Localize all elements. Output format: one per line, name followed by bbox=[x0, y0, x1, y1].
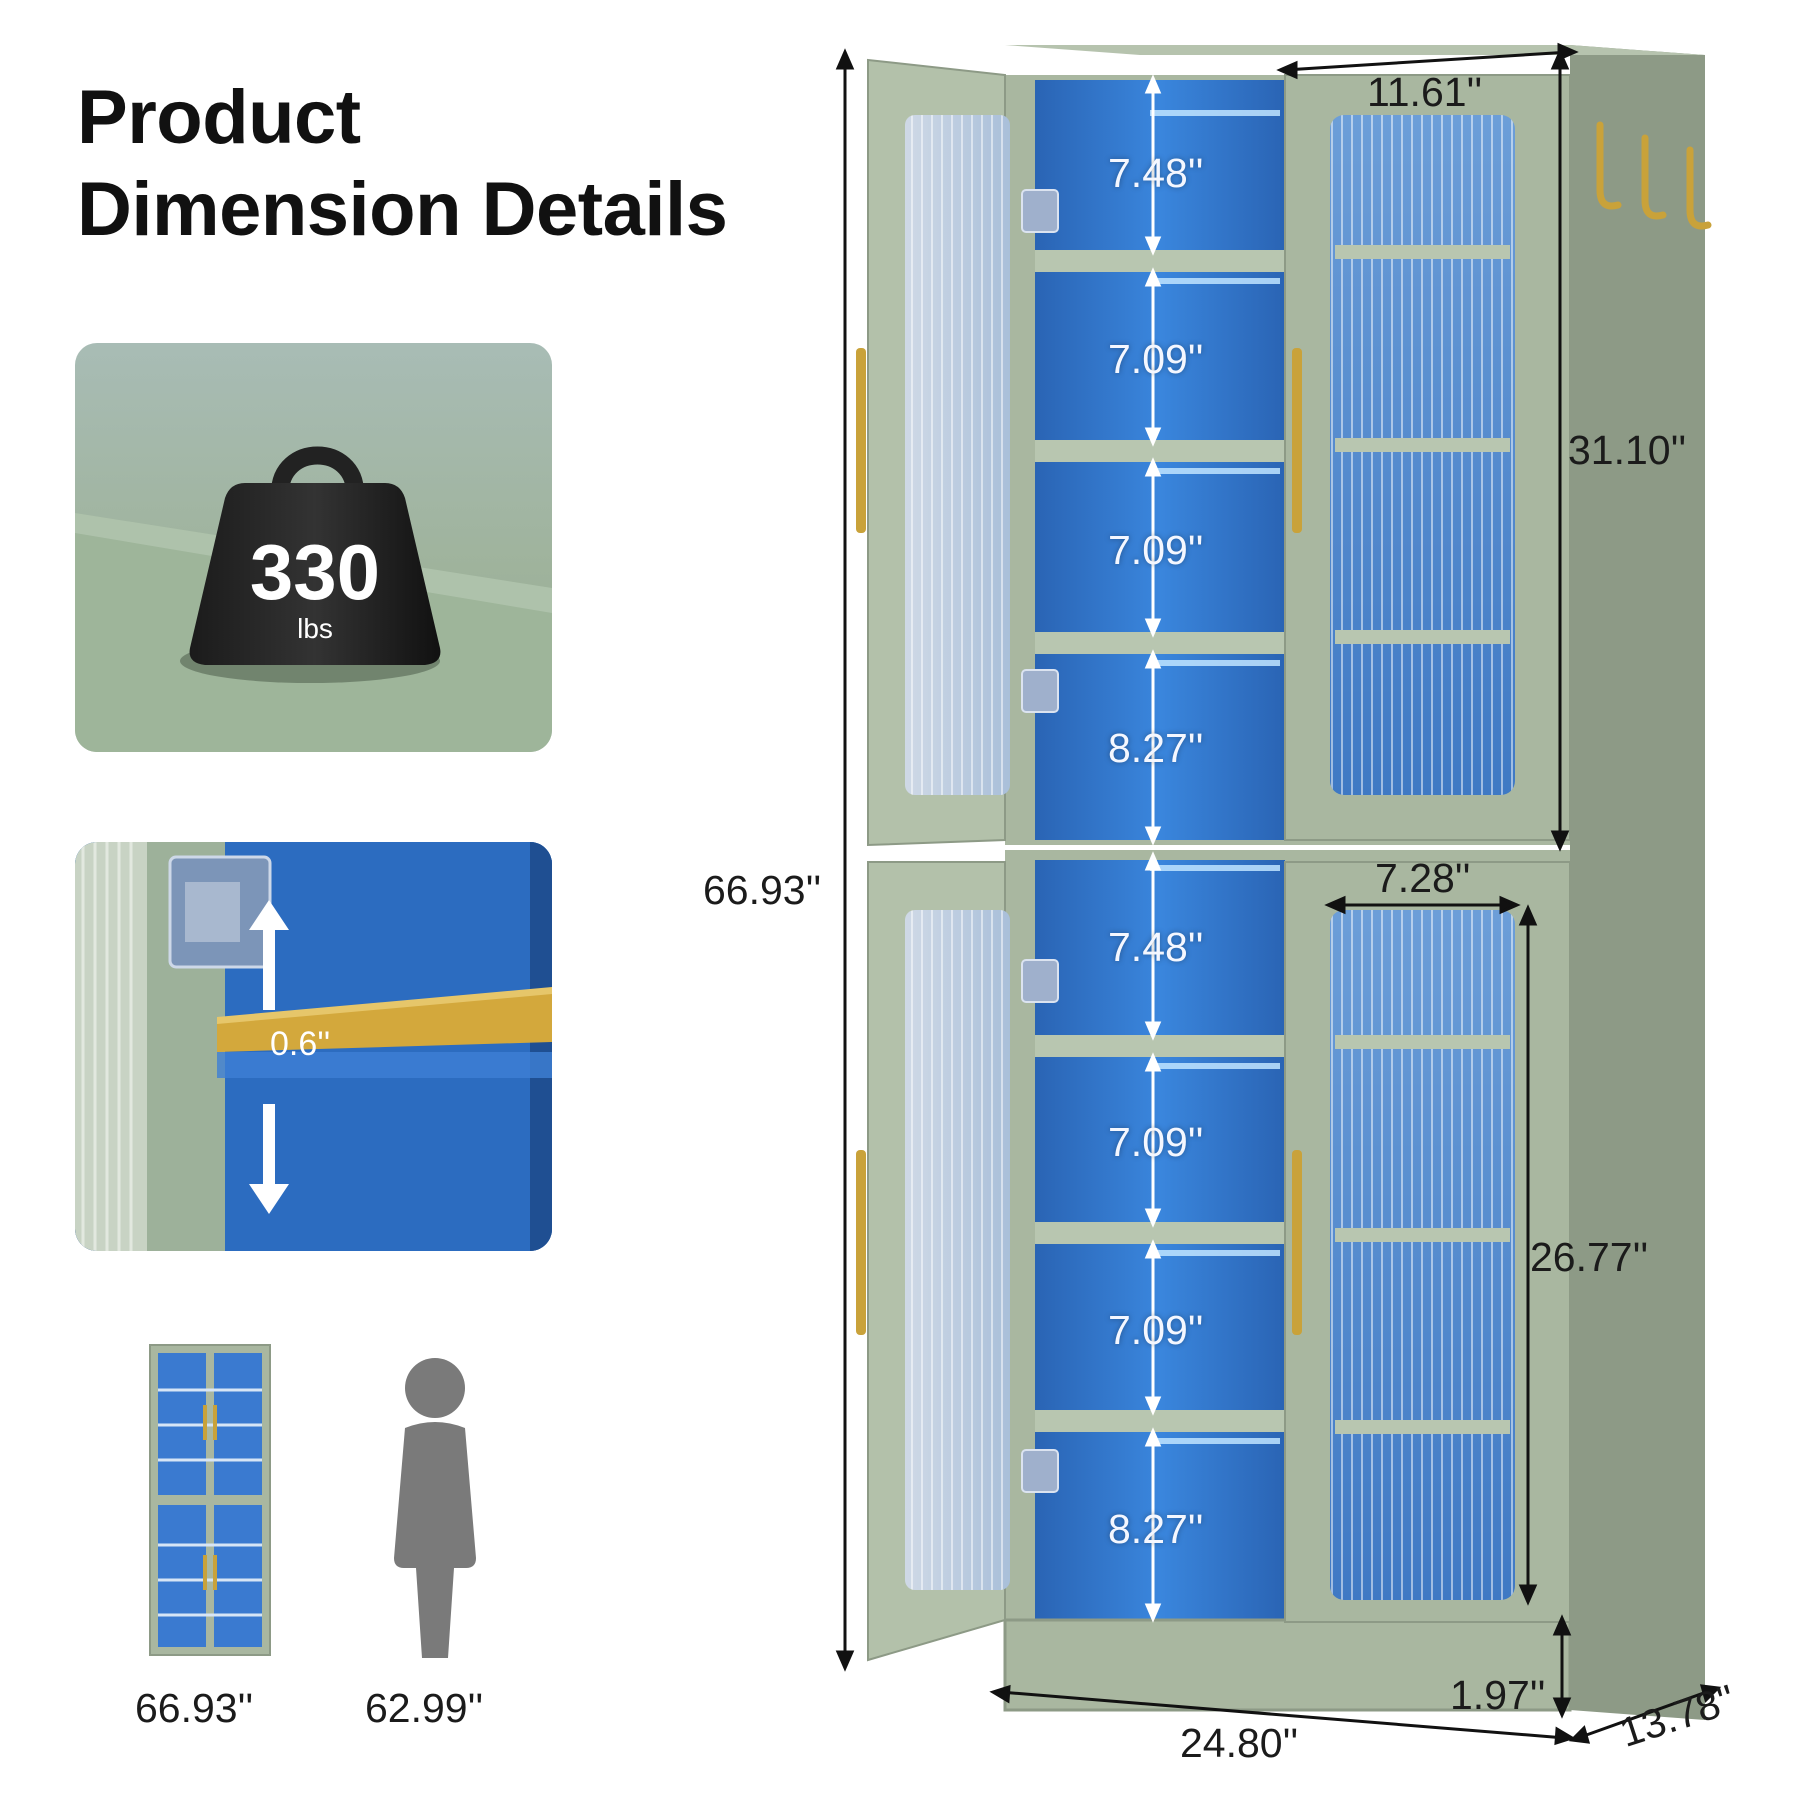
upper-shelf-2-label: 7.09'' bbox=[1108, 336, 1204, 382]
lower-height-label: 26.77'' bbox=[1530, 1234, 1649, 1280]
adjustable-shelf-panel: 0.6'' bbox=[75, 842, 552, 1251]
mini-cabinet-icon bbox=[149, 1344, 271, 1656]
total-height-label: 66.93'' bbox=[703, 867, 822, 913]
upper-height-label: 31.10'' bbox=[1568, 427, 1687, 473]
lower-shelf-3-label: 7.09'' bbox=[1108, 1307, 1204, 1353]
lower-shelf-1-label: 7.48'' bbox=[1108, 924, 1204, 970]
page-title-line-1: Product bbox=[77, 75, 361, 160]
upper-shelf-3-label: 7.09'' bbox=[1108, 527, 1204, 573]
base-height-label: 1.97'' bbox=[1450, 1672, 1546, 1718]
arrow-up-icon bbox=[249, 900, 289, 1010]
lower-shelf-4-label: 8.27'' bbox=[1108, 1506, 1204, 1552]
shelf-detail-graphic bbox=[75, 842, 552, 1251]
weight-value: 330 bbox=[249, 528, 381, 616]
comparison-cabinet-height: 66.93'' bbox=[135, 1685, 254, 1731]
upper-shelf-1-label: 7.48'' bbox=[1108, 150, 1204, 196]
weight-capacity-panel: 330 lbs bbox=[75, 343, 552, 752]
inner-width-label: 11.61'' bbox=[1367, 69, 1483, 115]
arrow-down-icon bbox=[249, 1104, 289, 1214]
weight-unit: lbs bbox=[297, 613, 333, 644]
page-title-line-2: Dimension Details bbox=[77, 167, 728, 252]
shelf-thickness-label: 0.6'' bbox=[270, 1025, 331, 1063]
lower-shelf-2-label: 7.09'' bbox=[1108, 1119, 1204, 1165]
width-label: 24.80'' bbox=[1180, 1720, 1299, 1766]
comparison-person-height: 62.99'' bbox=[365, 1685, 484, 1731]
person-silhouette-icon bbox=[394, 1358, 476, 1658]
weight-icon bbox=[189, 446, 441, 665]
glass-width-label: 7.28'' bbox=[1375, 855, 1471, 901]
upper-shelf-4-label: 8.27'' bbox=[1108, 725, 1204, 771]
